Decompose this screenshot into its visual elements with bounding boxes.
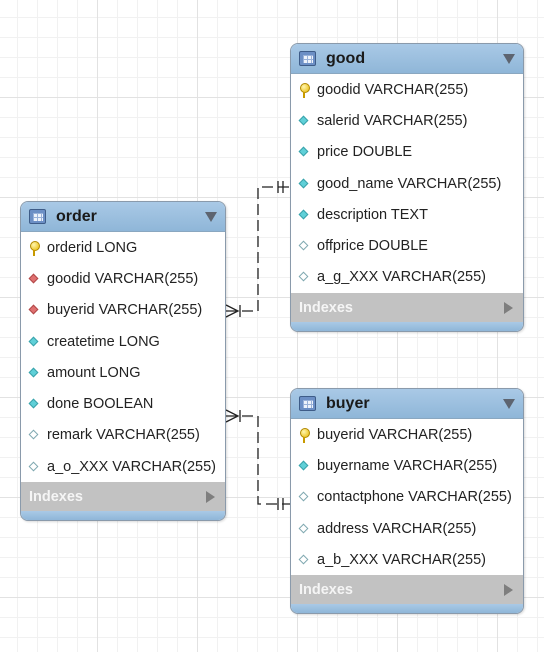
relationship-order-good[interactable] [225,181,290,318]
table-order[interactable]: order orderid LONG goodid VARCHAR(255) b… [20,201,226,522]
column-icon [29,399,39,409]
column-icon [299,179,309,189]
column-row[interactable]: buyerid VARCHAR(255) [291,419,523,450]
table-good-name: good [326,49,366,67]
table-order-header[interactable]: order [21,202,225,232]
nullable-column-icon [29,430,39,440]
table-icon [299,51,316,66]
table-icon [299,396,316,411]
table-icon [29,209,46,224]
expand-arrow-icon[interactable] [504,583,513,596]
column-icon [299,116,309,126]
nullable-column-icon [29,462,39,472]
column-label: goodid VARCHAR(255) [47,270,199,287]
table-buyer-name: buyer [326,394,370,412]
column-label: goodid VARCHAR(255) [317,81,469,98]
column-icon [299,461,309,471]
table-good-header[interactable]: good [291,44,523,74]
column-row[interactable]: amount LONG [21,357,225,388]
column-label: orderid LONG [47,239,138,256]
column-label: address VARCHAR(255) [317,520,477,537]
column-row[interactable]: description TEXT [291,199,523,230]
column-row[interactable]: a_o_XXX VARCHAR(255) [21,451,225,482]
column-label: done BOOLEAN [47,396,154,413]
indexes-section[interactable]: Indexes [21,482,225,512]
column-row[interactable]: orderid LONG [21,232,225,263]
column-label: amount LONG [47,364,141,381]
column-label: buyerid VARCHAR(255) [47,302,203,319]
column-label: description TEXT [317,206,428,223]
column-row[interactable]: a_b_XXX VARCHAR(255) [291,544,523,575]
column-row[interactable]: goodid VARCHAR(255) [291,74,523,105]
expand-arrow-icon[interactable] [504,301,513,314]
indexes-label: Indexes [299,581,353,598]
relationship-order-buyer[interactable] [225,409,290,510]
expand-arrow-icon[interactable] [206,490,215,503]
column-label: offprice DOUBLE [317,238,428,255]
collapse-chevron-icon[interactable] [205,211,217,222]
nullable-column-icon [299,555,309,565]
column-label: good_name VARCHAR(255) [317,175,502,192]
indexes-section[interactable]: Indexes [291,293,523,323]
table-buyer-columns: buyerid VARCHAR(255) buyername VARCHAR(2… [291,419,523,575]
table-good[interactable]: good goodid VARCHAR(255) salerid VARCHAR… [290,43,524,333]
column-row[interactable]: price DOUBLE [291,137,523,168]
column-row[interactable]: buyerid VARCHAR(255) [21,295,225,326]
table-good-columns: goodid VARCHAR(255) salerid VARCHAR(255)… [291,74,523,293]
table-buyer-header[interactable]: buyer [291,389,523,419]
column-row[interactable]: a_g_XXX VARCHAR(255) [291,262,523,293]
foreign-key-icon [29,305,39,315]
collapse-chevron-icon[interactable] [503,53,515,64]
column-label: createtime LONG [47,333,160,350]
primary-key-icon [299,82,310,98]
column-icon [29,337,39,347]
nullable-column-icon [299,524,309,534]
column-icon [299,147,309,157]
table-footer [21,511,225,521]
table-footer [291,322,523,332]
indexes-label: Indexes [29,488,83,505]
collapse-chevron-icon[interactable] [503,398,515,409]
table-order-columns: orderid LONG goodid VARCHAR(255) buyerid… [21,232,225,482]
column-row[interactable]: createtime LONG [21,326,225,357]
column-label: buyerid VARCHAR(255) [317,426,473,443]
column-label: price DOUBLE [317,144,413,161]
column-label: contactphone VARCHAR(255) [317,489,512,506]
column-row[interactable]: contactphone VARCHAR(255) [291,482,523,513]
column-row[interactable]: offprice DOUBLE [291,230,523,261]
column-row[interactable]: remark VARCHAR(255) [21,420,225,451]
column-icon [299,210,309,220]
table-order-name: order [56,207,97,225]
column-label: buyername VARCHAR(255) [317,457,498,474]
column-row[interactable]: done BOOLEAN [21,388,225,419]
indexes-label: Indexes [299,299,353,316]
column-label: a_b_XXX VARCHAR(255) [317,551,486,568]
column-label: a_o_XXX VARCHAR(255) [47,458,216,475]
column-row[interactable]: address VARCHAR(255) [291,513,523,544]
column-label: a_g_XXX VARCHAR(255) [317,269,486,286]
table-buyer[interactable]: buyer buyerid VARCHAR(255) buyername VAR… [290,388,524,615]
column-icon [29,368,39,378]
column-row[interactable]: goodid VARCHAR(255) [21,263,225,294]
indexes-section[interactable]: Indexes [291,575,523,605]
primary-key-icon [299,427,310,443]
column-label: remark VARCHAR(255) [47,427,200,444]
nullable-column-icon [299,492,309,502]
primary-key-icon [29,240,40,256]
foreign-key-icon [29,274,39,284]
column-row[interactable]: good_name VARCHAR(255) [291,168,523,199]
column-row[interactable]: buyername VARCHAR(255) [291,450,523,481]
column-label: salerid VARCHAR(255) [317,112,468,129]
column-row[interactable]: salerid VARCHAR(255) [291,105,523,136]
nullable-column-icon [299,241,309,251]
table-footer [291,604,523,614]
nullable-column-icon [299,272,309,282]
